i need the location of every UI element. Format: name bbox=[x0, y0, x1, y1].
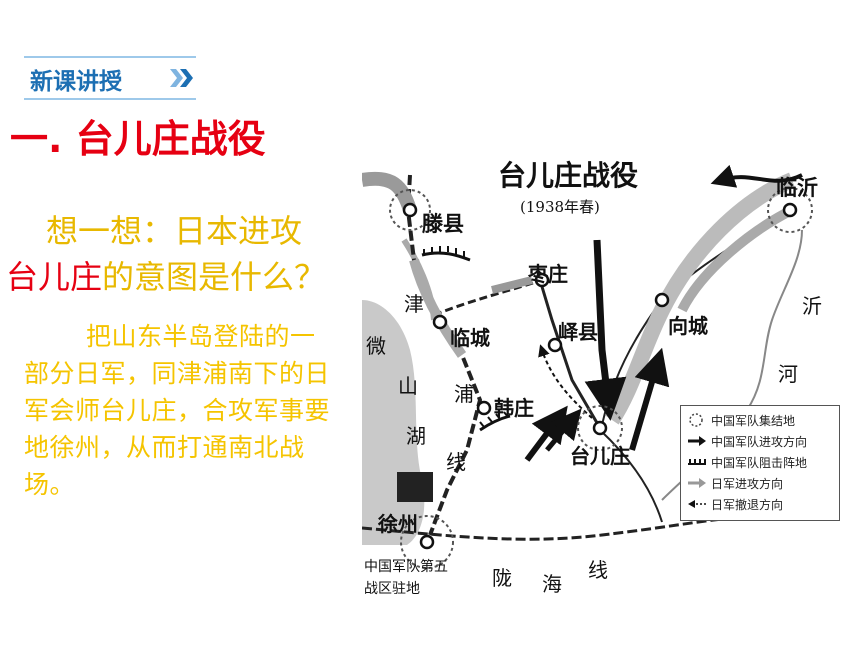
label-rail-xian: 线 bbox=[446, 450, 466, 474]
section-tag: 新课讲授 bbox=[24, 56, 196, 100]
map-title: 台儿庄战役 bbox=[498, 159, 639, 192]
label-zaozhuang: 枣庄 bbox=[528, 262, 568, 286]
map-legend: 中国军队集结地 中国军队进攻方向 中国军队阻击阵地 日军进攻方向 日军撤退方向 bbox=[680, 405, 840, 521]
flag-shape bbox=[397, 472, 433, 502]
label-river-he: 河 bbox=[778, 362, 798, 386]
black-arrow-icon bbox=[688, 436, 706, 446]
label-linyi: 临沂 bbox=[776, 176, 818, 200]
answer-body: 把山东半岛登陆的一部分日军，同津浦南下的日军会师台儿庄，合攻军事要地徐州，从而打… bbox=[24, 322, 331, 499]
battle-map: 台儿庄战役 (1938年春) 滕县 临沂 枣庄 峄县 向城 临城 韩庄 台儿庄 … bbox=[362, 150, 846, 614]
block-line-icon bbox=[688, 459, 706, 465]
answer-text: 把山东半岛登陆的一部分日军，同津浦南下的日军会师台儿庄，合攻军事要地徐州，从而打… bbox=[24, 318, 340, 503]
gray-arrow-icon bbox=[688, 478, 706, 488]
label-xuzhou-note-1: 中国军队第五 bbox=[364, 559, 448, 575]
label-longhai-long: 陇 bbox=[492, 566, 512, 590]
label-hanzhuang: 韩庄 bbox=[494, 396, 534, 420]
label-tengxian: 滕县 bbox=[422, 212, 464, 236]
tengxian-assembly-circle bbox=[389, 189, 431, 231]
legend-label: 中国军队进攻方向 bbox=[711, 435, 808, 449]
label-xuzhou: 徐州 bbox=[378, 512, 418, 536]
double-chevron-right-icon bbox=[170, 69, 193, 87]
question-highlight: 台儿庄 bbox=[6, 258, 103, 296]
map-subtitle: (1938年春) bbox=[520, 198, 600, 216]
assembly-circle-icon bbox=[689, 413, 703, 427]
longhai-railway bbox=[362, 516, 733, 541]
linyi-assembly-circle bbox=[767, 187, 813, 233]
xuzhou-assembly-circle bbox=[400, 515, 454, 569]
label-longhai-xian: 线 bbox=[588, 558, 608, 582]
legend-label: 日军进攻方向 bbox=[711, 477, 784, 491]
label-xiangcheng: 向城 bbox=[668, 314, 708, 338]
question-text: 想一想：日本进攻 台儿庄的意图是什么？ bbox=[0, 208, 372, 300]
label-rail-pu: 浦 bbox=[454, 382, 474, 406]
map-graphic bbox=[362, 164, 813, 569]
legend-label: 日军撤退方向 bbox=[711, 498, 784, 512]
label-longhai-hai: 海 bbox=[542, 572, 562, 596]
legend-label: 中国军队集结地 bbox=[711, 414, 796, 428]
label-yixian: 峄县 bbox=[558, 320, 598, 344]
section-title: 一. 台儿庄战役 bbox=[10, 117, 266, 161]
legend-label: 中国军队阻击阵地 bbox=[711, 456, 808, 470]
label-lake-hu: 湖 bbox=[406, 424, 426, 448]
question-line-2-rest: 的意图是什么？ bbox=[102, 258, 327, 296]
tag-bottom-line bbox=[24, 98, 196, 100]
section-tag-label: 新课讲授 bbox=[30, 69, 122, 95]
label-lake-wei: 微 bbox=[366, 334, 386, 358]
question-line-2: 台儿庄的意图是什么？ bbox=[0, 254, 372, 300]
label-river-yi: 沂 bbox=[802, 294, 822, 318]
dashed-arrow-icon bbox=[688, 500, 706, 508]
label-rail-jin: 津 bbox=[404, 292, 424, 316]
tag-top-line bbox=[24, 56, 196, 58]
label-taierzhuang: 台儿庄 bbox=[570, 444, 630, 468]
taierzhuang-assembly-circle bbox=[577, 405, 623, 451]
jinpu-railway bbox=[405, 174, 483, 536]
label-lincheng: 临城 bbox=[450, 326, 490, 350]
label-xuzhou-note-2: 战区驻地 bbox=[364, 581, 420, 597]
label-lake-shan: 山 bbox=[398, 374, 418, 398]
question-line-1: 想一想：日本进攻 bbox=[46, 212, 303, 250]
